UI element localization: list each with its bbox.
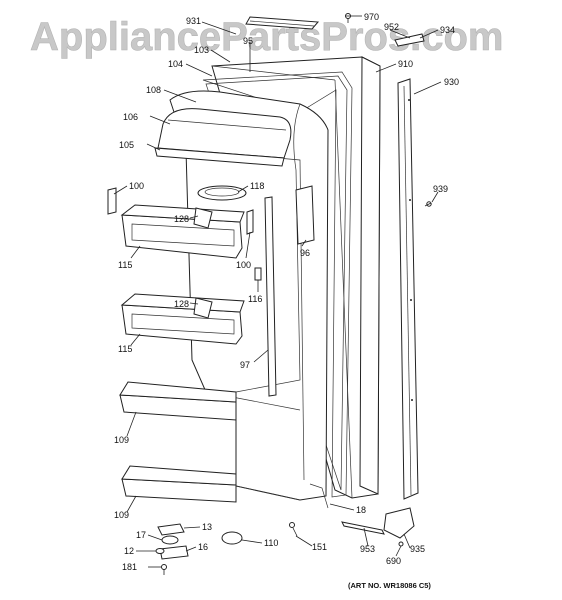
part-930-trim-strip <box>397 78 419 500</box>
label-115-lower: 115 <box>118 344 132 354</box>
label-108: 108 <box>146 85 161 95</box>
label-116: 116 <box>248 294 262 304</box>
label-953: 953 <box>360 544 375 554</box>
part-105-dairy-bin <box>154 147 285 167</box>
part-151-screw <box>289 522 298 537</box>
label-104: 104 <box>168 59 183 69</box>
part-935-hinge-cover <box>383 507 415 539</box>
part-128-upper-divider <box>193 207 213 229</box>
label-12: 12 <box>124 546 134 556</box>
label-970: 970 <box>364 12 379 22</box>
label-690: 690 <box>386 556 401 566</box>
art-number: (ART NO. WR18086 C5) <box>348 581 431 590</box>
part-181-screw <box>161 564 167 575</box>
part-97-rail-strip <box>264 196 277 397</box>
part-13-hinge-plate <box>157 523 185 536</box>
label-105: 105 <box>119 140 134 150</box>
part-16-hinge <box>159 545 189 560</box>
part-115-lower-bin <box>120 293 245 345</box>
label-17: 17 <box>136 530 146 540</box>
part-18-lower-seal <box>309 483 329 509</box>
label-100-upper: 100 <box>129 181 144 191</box>
part-106-dairy-door <box>157 108 292 159</box>
part-100-shelf-support-right <box>246 209 254 235</box>
part-12-washer <box>155 548 165 554</box>
label-934: 934 <box>440 25 455 35</box>
part-116-clip <box>254 267 262 281</box>
part-931-top-cap <box>245 16 320 30</box>
part-115-upper-bin <box>120 204 245 259</box>
label-106: 106 <box>123 112 138 122</box>
label-931: 931 <box>186 16 201 26</box>
label-930: 930 <box>444 77 459 87</box>
part-953-handle-strip <box>341 521 385 535</box>
part-952-bracket <box>394 33 425 47</box>
part-118-egg-tray <box>197 185 247 201</box>
label-118: 118 <box>250 181 264 191</box>
part-109-upper-shelf <box>119 381 237 421</box>
callout-labels: 931 970 952 934 103 95 104 910 930 108 1… <box>114 12 459 572</box>
label-103: 103 <box>194 45 209 55</box>
part-690-screw <box>398 541 404 547</box>
label-115-upper: 115 <box>118 260 132 270</box>
part-100-shelf-support-left <box>107 187 117 215</box>
label-110: 110 <box>264 538 278 548</box>
label-16: 16 <box>198 542 208 552</box>
label-100-lower: 100 <box>236 260 251 270</box>
part-110-cover <box>221 531 243 545</box>
part-128-lower-divider <box>193 297 213 319</box>
label-935: 935 <box>410 544 425 554</box>
label-910: 910 <box>398 59 413 69</box>
label-18: 18 <box>356 505 366 515</box>
label-151: 151 <box>312 542 327 552</box>
part-109-lower-shelf <box>121 465 237 503</box>
part-939-screw <box>424 201 432 207</box>
label-95: 95 <box>243 36 253 46</box>
label-952: 952 <box>384 22 399 32</box>
label-109-upper: 109 <box>114 435 129 445</box>
label-181: 181 <box>122 562 137 572</box>
leader-lines <box>113 15 442 568</box>
label-13: 13 <box>202 522 212 532</box>
label-96: 96 <box>300 248 310 258</box>
label-939: 939 <box>433 184 448 194</box>
part-17-bushing <box>161 535 179 545</box>
label-128-upper: 128 <box>174 214 189 224</box>
label-128-lower: 128 <box>174 299 189 309</box>
label-97: 97 <box>240 360 250 370</box>
label-109-lower: 109 <box>114 510 129 520</box>
part-96-hinge-cover <box>295 185 315 245</box>
